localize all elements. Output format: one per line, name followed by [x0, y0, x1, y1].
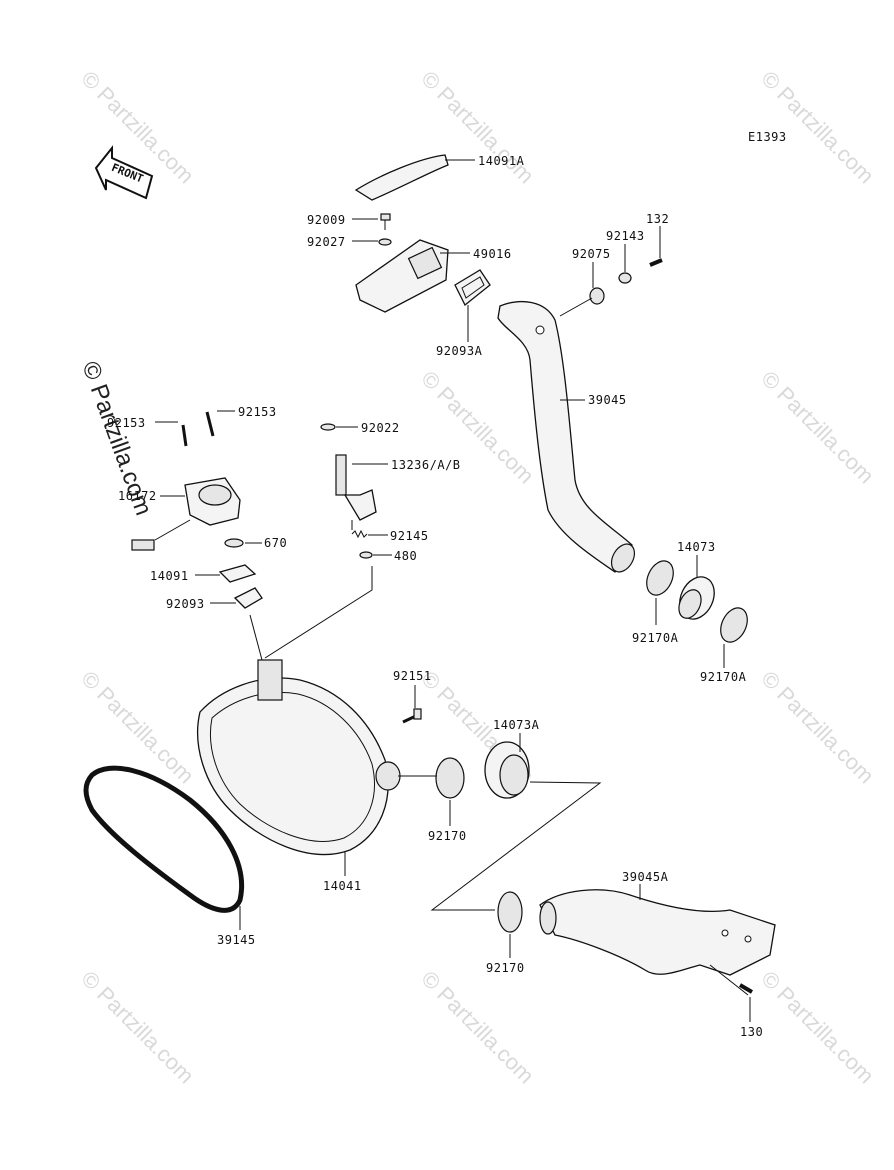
lever-part — [335, 454, 377, 530]
part-label: 92153 — [107, 416, 146, 430]
part-label: 14073 — [677, 540, 716, 554]
part-label: 39045 — [588, 393, 627, 407]
clamp-part — [646, 560, 674, 596]
hose-joint-part — [678, 576, 715, 620]
bolt-part — [649, 258, 663, 267]
collar-part — [589, 287, 605, 305]
duct-housing-part — [355, 239, 449, 313]
o-ring-part — [224, 538, 244, 548]
part-label: 92093 — [166, 597, 205, 611]
part-label: 92170A — [632, 631, 679, 645]
diagram-code: E1393 — [748, 130, 787, 144]
part-label: 92022 — [361, 421, 400, 435]
intake-duct-part — [497, 300, 636, 573]
front-arrow-icon: FRONT — [94, 145, 154, 200]
part-label: 14041 — [323, 879, 362, 893]
watermark: © Partzilla.com — [416, 966, 539, 1089]
gasket-part — [233, 587, 263, 609]
part-label: 14073A — [493, 718, 540, 732]
watermark: © Partzilla.com — [756, 966, 879, 1089]
intake-duct-part — [539, 889, 776, 976]
part-label: 92075 — [572, 247, 611, 261]
grommet-part — [618, 272, 632, 284]
part-label: 16172 — [118, 489, 157, 503]
clamp-part — [435, 757, 465, 799]
part-label: 92027 — [307, 235, 346, 249]
watermark: © Partzilla.com — [756, 366, 879, 489]
screw-part — [378, 213, 392, 246]
watermark: © Partzilla.com — [756, 666, 879, 789]
part-label: 13236/A/B — [391, 458, 461, 472]
bolt-part — [738, 983, 754, 994]
part-label: 92009 — [307, 213, 346, 227]
ring-part — [359, 551, 373, 559]
part-label: 92153 — [238, 405, 277, 419]
part-label: 670 — [264, 536, 287, 550]
part-label: 92093A — [436, 344, 483, 358]
part-label: 14091 — [150, 569, 189, 583]
bolt-part — [181, 411, 215, 447]
converter-cover-part — [197, 659, 401, 855]
drive-belt-part — [83, 765, 245, 913]
part-label: 49016 — [473, 247, 512, 261]
washer-part — [320, 423, 336, 431]
hose-joint-part — [484, 741, 530, 799]
part-label: 92170A — [700, 670, 747, 684]
cover-part — [218, 564, 257, 583]
part-label: 132 — [646, 212, 669, 226]
clamp-part — [720, 607, 748, 643]
part-label: 14091A — [478, 154, 525, 168]
seal-part — [454, 269, 491, 307]
part-label: 92143 — [606, 229, 645, 243]
part-label: 92170 — [428, 829, 467, 843]
part-label: 39045A — [622, 870, 669, 884]
intake-cover-part — [354, 154, 449, 201]
part-label: 130 — [740, 1025, 763, 1039]
part-label: 92151 — [393, 669, 432, 683]
part-label: 39145 — [217, 933, 256, 947]
part-label: 480 — [394, 549, 417, 563]
spring-part — [351, 529, 368, 539]
bolt-part — [402, 708, 422, 724]
actuator-part — [131, 477, 241, 551]
watermark: © Partzilla.com — [76, 966, 199, 1089]
part-label: 92145 — [390, 529, 429, 543]
watermark: © Partzilla.com — [756, 66, 879, 189]
clamp-part — [497, 891, 523, 933]
part-label: 92170 — [486, 961, 525, 975]
